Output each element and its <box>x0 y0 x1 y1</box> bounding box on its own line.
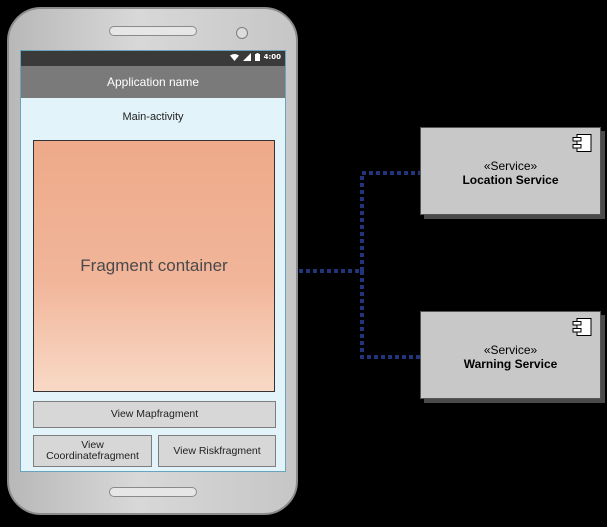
app-bar: Application name <box>21 66 285 98</box>
phone-home-bar <box>109 487 197 497</box>
view-coordinatefragment-button[interactable]: View Coordinatefragment <box>33 435 152 467</box>
location-service-text: «Service» Location Service <box>421 159 600 187</box>
warning-service-stereotype: «Service» <box>483 343 538 357</box>
signal-icon <box>242 53 251 61</box>
phone-mockup: 4:00 Application name Main-activity Frag… <box>7 7 298 515</box>
status-icons: 4:00 <box>229 53 281 61</box>
view-riskfragment-button[interactable]: View Riskfragment <box>158 435 276 467</box>
warning-service-component: «Service» Warning Service <box>420 311 601 399</box>
phone-screen: 4:00 Application name Main-activity Frag… <box>20 50 286 472</box>
location-service-component: «Service» Location Service <box>420 127 601 215</box>
status-clock: 4:00 <box>263 53 281 61</box>
view-coordinatefragment-line1: View <box>81 439 104 451</box>
location-service-stereotype: «Service» <box>483 159 538 173</box>
phone-speaker <box>109 26 197 36</box>
view-coordinatefragment-label: View Coordinatefragment <box>46 440 139 462</box>
location-service-name: Location Service <box>462 173 559 187</box>
warning-service-text: «Service» Warning Service <box>421 343 600 371</box>
connector-location-service <box>299 171 420 273</box>
view-mapfragment-label: View Mapfragment <box>110 408 199 420</box>
view-mapfragment-button[interactable]: View Mapfragment <box>33 401 276 428</box>
uml-component-icon <box>572 134 592 155</box>
uml-component-icon <box>572 318 592 339</box>
fragment-container: Fragment container <box>33 140 275 392</box>
warning-service-name: Warning Service <box>463 357 558 371</box>
wifi-icon <box>229 53 239 61</box>
phone-camera <box>236 27 248 39</box>
connector-warning-service <box>360 271 420 359</box>
status-bar: 4:00 <box>21 51 285 66</box>
view-riskfragment-label: View Riskfragment <box>173 444 261 457</box>
activity-title: Main-activity <box>122 111 184 123</box>
app-title: Application name <box>106 75 200 89</box>
battery-icon <box>254 53 260 61</box>
fragment-container-label: Fragment container <box>80 256 228 275</box>
view-coordinatefragment-line2: Coordinatefragment <box>46 450 139 462</box>
